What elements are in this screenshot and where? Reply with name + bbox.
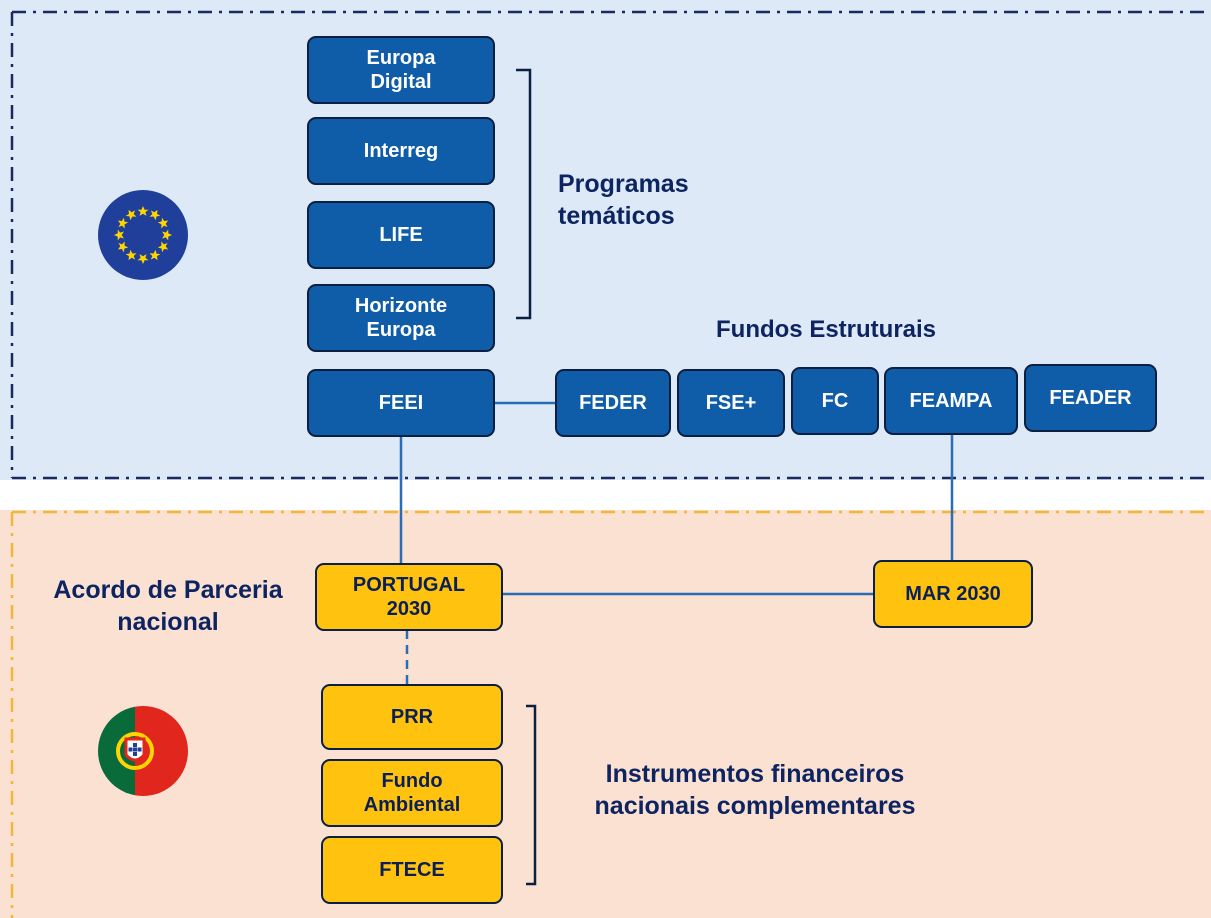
fund-fc: FC	[791, 367, 879, 435]
fund-feampa: FEAMPA	[884, 367, 1018, 435]
program-horizonte-europa: Horizonte Europa	[307, 284, 495, 352]
thematic-programs-label: Programas temáticos	[558, 170, 689, 230]
program-interreg: Interreg	[307, 117, 495, 185]
structural-funds-label: Fundos Estruturais	[716, 316, 937, 343]
partnership-agreement-label: Acordo de Parceria nacional	[53, 576, 283, 636]
program-europa-digital: Europa Digital	[307, 36, 495, 104]
program-life: LIFE	[307, 201, 495, 269]
fund-fse-plus: FSE+	[677, 369, 785, 437]
portugal-2030-box: PORTUGAL 2030	[315, 563, 503, 631]
fund-feader: FEADER	[1024, 364, 1157, 432]
mar-2030-box: MAR 2030	[873, 560, 1033, 628]
instrument-ftece: FTECE	[321, 836, 503, 904]
eu-flag-icon	[98, 190, 188, 280]
national-instruments-label: Instrumentos financeiros nacionais compl…	[594, 760, 916, 820]
instrument-prr: PRR	[321, 684, 503, 750]
fund-feder: FEDER	[555, 369, 671, 437]
portugal-flag-icon	[98, 706, 188, 796]
instrument-fundo-ambiental: Fundo Ambiental	[321, 759, 503, 827]
feei-box: FEEI	[307, 369, 495, 437]
